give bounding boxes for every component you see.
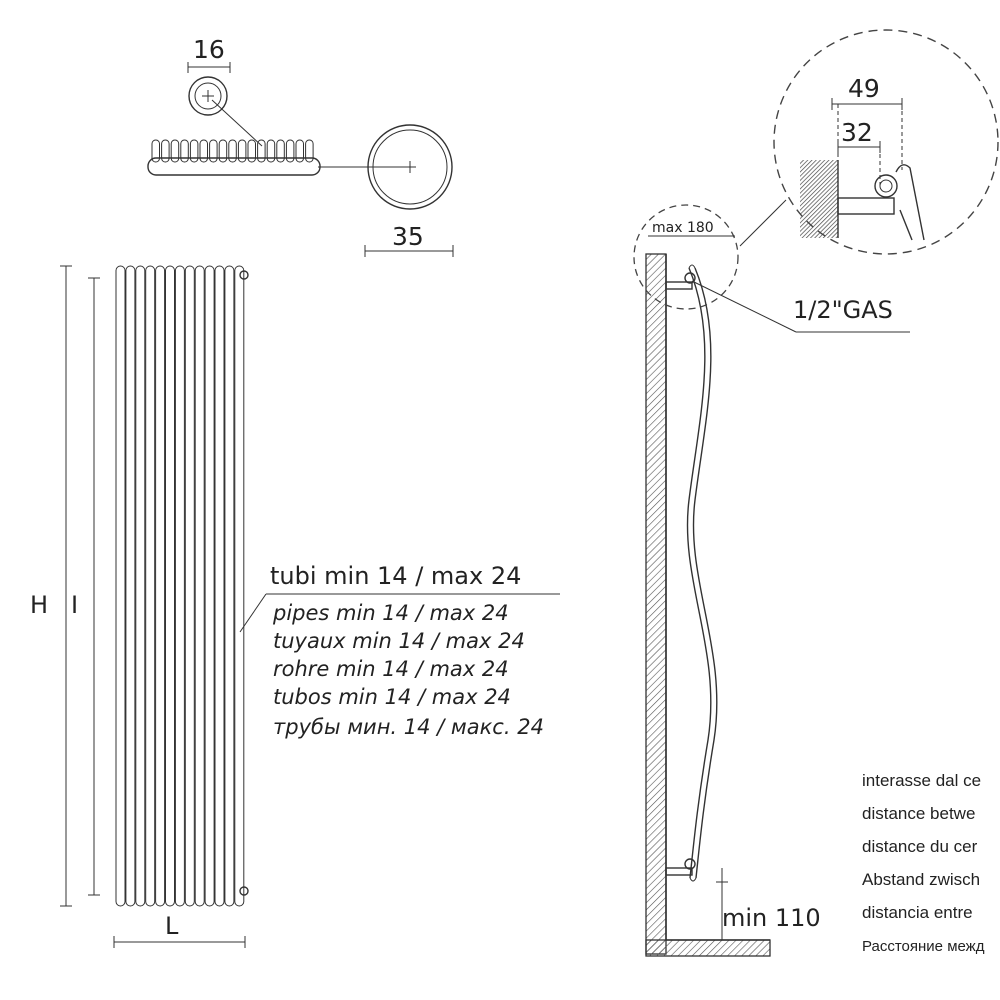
tube-plan-outline — [180, 139, 189, 163]
collector-diameter-label: 35 — [392, 222, 424, 251]
interaxis-note-en: distance betwe — [862, 804, 975, 823]
pipe-section-circle — [188, 76, 228, 116]
tube-front-outline — [135, 265, 146, 907]
tube-front-outline — [115, 265, 126, 907]
tube-plan-outline — [276, 139, 285, 163]
top-view: 16 35 — [147, 35, 454, 257]
interaxis-label: I — [71, 591, 78, 619]
height-label: H — [30, 591, 48, 619]
tube-front-outline — [125, 265, 136, 907]
interaxis-note-es: distancia entre — [862, 903, 973, 922]
tube-front-outline — [155, 265, 166, 907]
interaxis-note-de: Abstand zwisch — [862, 870, 980, 889]
tube-front-outline — [234, 265, 245, 907]
tube-plan-outline — [209, 139, 218, 163]
radiator-tubes-front — [115, 265, 245, 907]
tube-plan-outline — [257, 139, 266, 163]
tube-front-outline — [204, 265, 215, 907]
wall — [645, 253, 667, 955]
tube-row-plan — [151, 139, 314, 163]
min-floor-label: min 110 — [722, 904, 821, 932]
tube-front-outline — [194, 265, 205, 907]
floor — [645, 939, 771, 957]
max-offset-label: max 180 — [652, 220, 714, 236]
tube-plan-outline — [161, 139, 170, 163]
width-label: L — [165, 912, 179, 940]
tube-front-outline — [145, 265, 156, 907]
tube-plan-outline — [151, 139, 160, 163]
tube-front-outline — [184, 265, 195, 907]
collector-section-circle — [367, 124, 453, 210]
tube-plan-outline — [228, 139, 237, 163]
tube-plan-outline — [237, 139, 247, 163]
interaxis-note: interasse dal ce distance betwe distance… — [862, 771, 985, 955]
tube-plan-outline — [199, 139, 208, 163]
detail-circle-large — [773, 29, 999, 255]
side-view: max 180 1/2"GAS min 110 49 32 — [633, 29, 999, 957]
pipe-diameter-label: 16 — [193, 35, 225, 64]
detail-inner-label: 32 — [841, 118, 873, 147]
front-view: H I L — [30, 265, 560, 948]
connection-label: 1/2"GAS — [793, 296, 893, 324]
top-bracket — [665, 281, 693, 290]
tube-front-outline — [174, 265, 185, 907]
tube-front-outline — [224, 265, 235, 907]
tube-plan-outline — [247, 139, 256, 163]
tube-plan-outline — [266, 139, 276, 163]
tube-front-outline — [214, 265, 225, 907]
tube-plan-outline — [295, 139, 304, 163]
bottom-bracket — [665, 867, 693, 876]
collector-plan — [147, 157, 321, 176]
tube-plan-outline — [305, 139, 314, 163]
tube-front-outline — [165, 265, 175, 907]
interaxis-note-ru: Расстояние межд — [862, 938, 985, 955]
pipes-note-es: tubos min 14 / max 24 — [273, 685, 511, 709]
tube-plan-outline — [189, 139, 199, 163]
interaxis-note-fr: distance du cer — [862, 837, 978, 856]
tube-plan-outline — [285, 139, 295, 163]
detail-bracket — [837, 197, 895, 215]
detail-pipe — [874, 174, 898, 198]
pipes-note-en: pipes min 14 / max 24 — [272, 601, 509, 625]
bottom-connection — [239, 886, 249, 896]
pipes-note: tubi min 14 / max 24 pipes min 14 / max … — [270, 562, 544, 739]
interaxis-note-it: interasse dal ce — [862, 771, 981, 790]
top-connection — [239, 270, 249, 280]
pipes-note-it: tubi min 14 / max 24 — [270, 562, 521, 590]
tube-plan-outline — [170, 139, 180, 163]
detail-circle-small — [633, 204, 739, 310]
pipes-note-ru: трубы мин. 14 / макс. 24 — [273, 715, 544, 739]
radiator-tube-side — [692, 267, 718, 879]
pipes-note-fr: tuyaux min 14 / max 24 — [273, 629, 525, 653]
pipes-note-de: rohre min 14 / max 24 — [273, 657, 509, 681]
detail-outer-label: 49 — [848, 74, 880, 103]
tube-plan-outline — [218, 139, 228, 163]
detail-wall — [800, 160, 838, 238]
